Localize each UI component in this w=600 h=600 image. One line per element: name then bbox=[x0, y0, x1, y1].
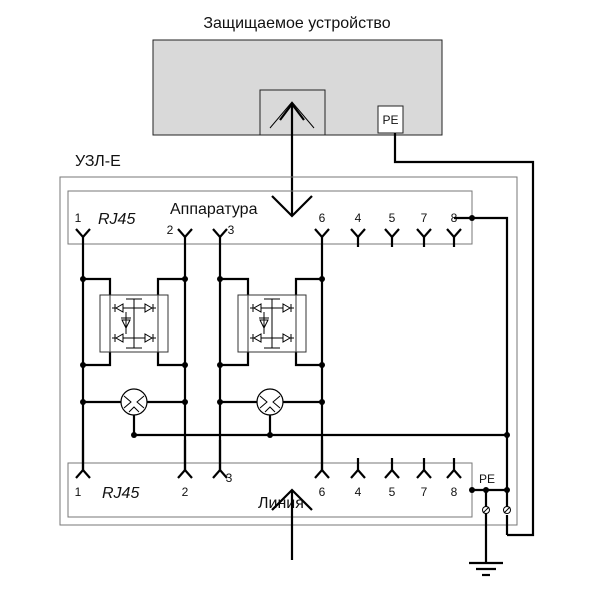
junction-dot bbox=[80, 362, 86, 368]
junction-dot bbox=[504, 432, 510, 438]
module-box bbox=[59, 176, 518, 526]
top-pin-label: 2 bbox=[167, 223, 174, 237]
bottom-pin-label: 5 bbox=[389, 485, 396, 499]
junction-dot bbox=[469, 215, 475, 221]
bottom-connector-name: Линия bbox=[258, 495, 304, 512]
top-pin-2: 2 bbox=[167, 223, 193, 247]
top-pin-6: 6 bbox=[314, 211, 330, 247]
terminal-icon bbox=[482, 506, 490, 514]
arrow-up-icon bbox=[271, 488, 313, 511]
ground-icon bbox=[469, 561, 503, 577]
top-pin-5: 5 bbox=[384, 211, 400, 247]
port-chevron-icon bbox=[269, 101, 315, 129]
junction-dot bbox=[182, 362, 188, 368]
protection-channel-2 bbox=[218, 247, 324, 470]
top-pin-label: 3 bbox=[228, 223, 235, 237]
gas-arrester-icon bbox=[120, 388, 148, 416]
bottom-connector-type: RJ45 bbox=[102, 485, 139, 502]
junction-dot bbox=[80, 399, 86, 405]
pe-wire bbox=[393, 133, 535, 537]
top-pin-4: 4 bbox=[350, 211, 366, 247]
junction-dot bbox=[267, 432, 273, 438]
bottom-pe-label: PE bbox=[479, 472, 495, 486]
top-pin-label: 7 bbox=[421, 211, 428, 225]
module-title: УЗЛ-Е bbox=[75, 153, 121, 170]
bottom-pin-7: 7 bbox=[416, 458, 432, 499]
junction-dot bbox=[182, 276, 188, 282]
top-pin-7: 7 bbox=[416, 211, 432, 247]
top-pin-label: 5 bbox=[389, 211, 396, 225]
top-pin-3: 3 bbox=[212, 223, 235, 247]
arrow-up-icon bbox=[279, 102, 305, 121]
bottom-pin-5: 5 bbox=[384, 458, 400, 499]
junction-dot bbox=[319, 399, 325, 405]
junction-dot bbox=[182, 399, 188, 405]
top-connector-type: RJ45 bbox=[98, 211, 135, 228]
junction-dot bbox=[483, 487, 489, 493]
terminal-icon bbox=[503, 506, 511, 514]
top-connector-name: Аппаратура bbox=[170, 201, 258, 218]
junction-dot bbox=[217, 399, 223, 405]
device-title: Защищаемое устройство bbox=[203, 15, 390, 32]
device-pe-label: PE bbox=[382, 113, 398, 127]
bottom-pin-label: 1 bbox=[75, 485, 82, 499]
gas-arrester-icon bbox=[256, 388, 284, 416]
tvs-diode-module bbox=[237, 294, 307, 353]
arrow-down-icon bbox=[271, 195, 313, 218]
junction-dot bbox=[469, 487, 475, 493]
junction-dot bbox=[217, 276, 223, 282]
junction-dot bbox=[131, 432, 137, 438]
bottom-pin-4: 4 bbox=[350, 458, 366, 499]
tvs-diode-module bbox=[99, 294, 169, 353]
bottom-pin-label: 2 bbox=[182, 485, 189, 499]
junction-dot bbox=[80, 276, 86, 282]
bottom-pin-8: 8 bbox=[446, 458, 462, 499]
bottom-pin-label: 4 bbox=[355, 485, 362, 499]
junction-dot bbox=[504, 487, 510, 493]
junction-dot bbox=[217, 362, 223, 368]
junction-dot bbox=[319, 362, 325, 368]
pin8-to-pe-line bbox=[454, 216, 509, 510]
top-pin-label: 1 bbox=[75, 211, 82, 225]
bottom-pin-label: 7 bbox=[421, 485, 428, 499]
junction-dot bbox=[319, 276, 325, 282]
top-pin-1: 1 bbox=[75, 211, 91, 247]
bottom-pin-label: 6 bbox=[319, 485, 326, 499]
device-pe-box bbox=[377, 105, 404, 134]
top-pin-label: 6 bbox=[319, 211, 326, 225]
top-pin-8: 8 bbox=[446, 211, 462, 247]
top-pin-label: 4 bbox=[355, 211, 362, 225]
protection-channel-1 bbox=[81, 247, 187, 470]
bottom-pin-label: 8 bbox=[451, 485, 458, 499]
bottom-pin-label: 3 bbox=[226, 471, 233, 485]
